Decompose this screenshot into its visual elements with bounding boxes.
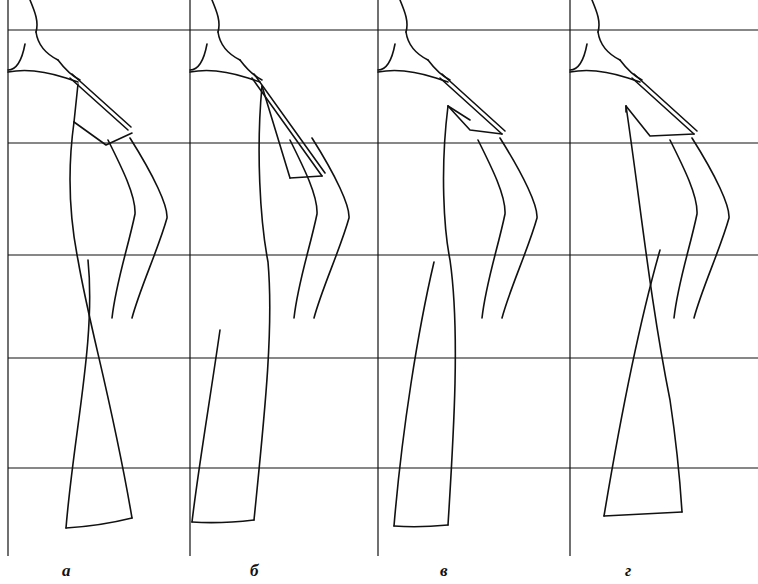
figure-stroke [30, 0, 37, 32]
grid-line [569, 0, 570, 556]
grid-line [8, 357, 758, 358]
figure-stroke [500, 138, 537, 318]
figure-stroke [592, 0, 599, 32]
panel-label: б [250, 562, 258, 579]
figure-stroke [604, 512, 682, 516]
figure-stroke [634, 74, 697, 131]
figure-stroke [58, 60, 80, 80]
figure-stroke [218, 32, 240, 60]
figure-stroke [626, 106, 682, 512]
figure-stroke [192, 330, 220, 522]
figure-stroke [70, 78, 128, 130]
figure-stroke [448, 106, 502, 134]
panel-label: а [62, 562, 71, 579]
figure-stroke [66, 260, 90, 528]
figure-stroke [442, 74, 505, 131]
figure-stroke [570, 70, 640, 82]
figure-stroke [130, 138, 167, 318]
figure-stroke [290, 140, 317, 318]
grid-line [8, 467, 758, 468]
figure-stroke [448, 106, 470, 120]
figure-stroke [262, 86, 290, 178]
grid-line [377, 0, 378, 556]
figure-stroke [254, 74, 325, 173]
figure-stroke [252, 78, 322, 176]
figure-stroke [598, 32, 620, 60]
figure-stroke [444, 106, 456, 525]
figure-stroke [440, 78, 502, 134]
figure-stroke [478, 140, 505, 318]
figure-stroke [428, 60, 450, 80]
figure-stroke [604, 250, 660, 516]
figure-stroke [400, 0, 407, 32]
figure-stroke [406, 32, 428, 60]
figure-stroke [8, 70, 78, 82]
figure-stroke [692, 138, 729, 318]
figure-stroke [670, 140, 697, 318]
figure-stroke [192, 520, 254, 523]
figure-stroke [626, 106, 694, 136]
figure-stroke [394, 525, 448, 527]
figure-stroke [240, 60, 262, 80]
figure-stroke [74, 84, 78, 122]
dress-figure [570, 0, 729, 516]
panel-label: в [440, 562, 448, 579]
figure-stroke [70, 122, 132, 518]
figure-stroke [190, 44, 207, 70]
figure-stroke [74, 122, 132, 145]
figure-stroke [212, 0, 219, 32]
dress-figure [378, 0, 537, 527]
dress-figure [8, 0, 167, 528]
figure-stroke [254, 86, 270, 520]
figure-stroke [190, 70, 260, 82]
figure-stroke [66, 518, 132, 528]
figure-stroke [570, 44, 587, 70]
figure-stroke [312, 138, 349, 318]
panel-label: г [625, 562, 631, 579]
figure-stroke [378, 70, 448, 82]
grid-line [7, 0, 8, 556]
grid-line [189, 0, 190, 556]
figure-stroke [36, 32, 58, 60]
figure-stroke [290, 176, 322, 178]
figure-stroke [378, 44, 395, 70]
figure-stroke [620, 60, 642, 80]
figure-stroke [72, 74, 131, 127]
figure-stroke [8, 44, 25, 70]
grid-line [8, 142, 758, 143]
figure-stroke [394, 262, 434, 526]
figure-stroke [108, 140, 135, 318]
dress-figure [190, 0, 349, 523]
grid-line [8, 29, 758, 30]
